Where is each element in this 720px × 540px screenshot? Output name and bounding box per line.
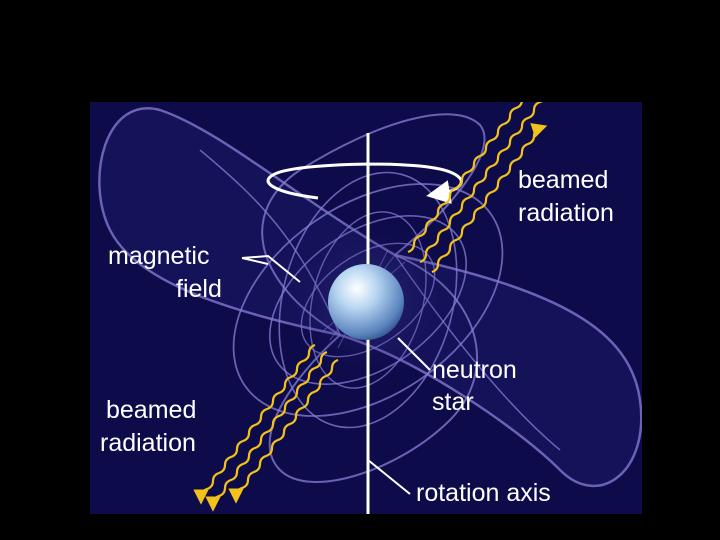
label-neutron-star-line1: neutron: [432, 356, 517, 384]
neutron-star: [328, 264, 404, 340]
label-beamed-radiation-bottom-line1: beamed: [106, 396, 196, 424]
label-rotation-axis: rotation axis: [416, 479, 551, 507]
label-beamed-radiation-top-line2: radiation: [518, 199, 614, 227]
label-beamed-radiation-bottom-line2: radiation: [100, 429, 196, 457]
label-magnetic-field-line2: field: [176, 275, 222, 303]
rotation-arrow-icon: [266, 162, 463, 204]
beamed-radiation-top-waves: [407, 102, 548, 274]
beamed-radiation-bottom-waves: [193, 343, 339, 512]
label-leader-lines: [241, 254, 431, 495]
label-magnetic-field-line1: magnetic: [108, 242, 209, 270]
label-beamed-radiation-top-line1: beamed: [518, 166, 608, 194]
label-neutron-star-line2: star: [432, 388, 474, 416]
